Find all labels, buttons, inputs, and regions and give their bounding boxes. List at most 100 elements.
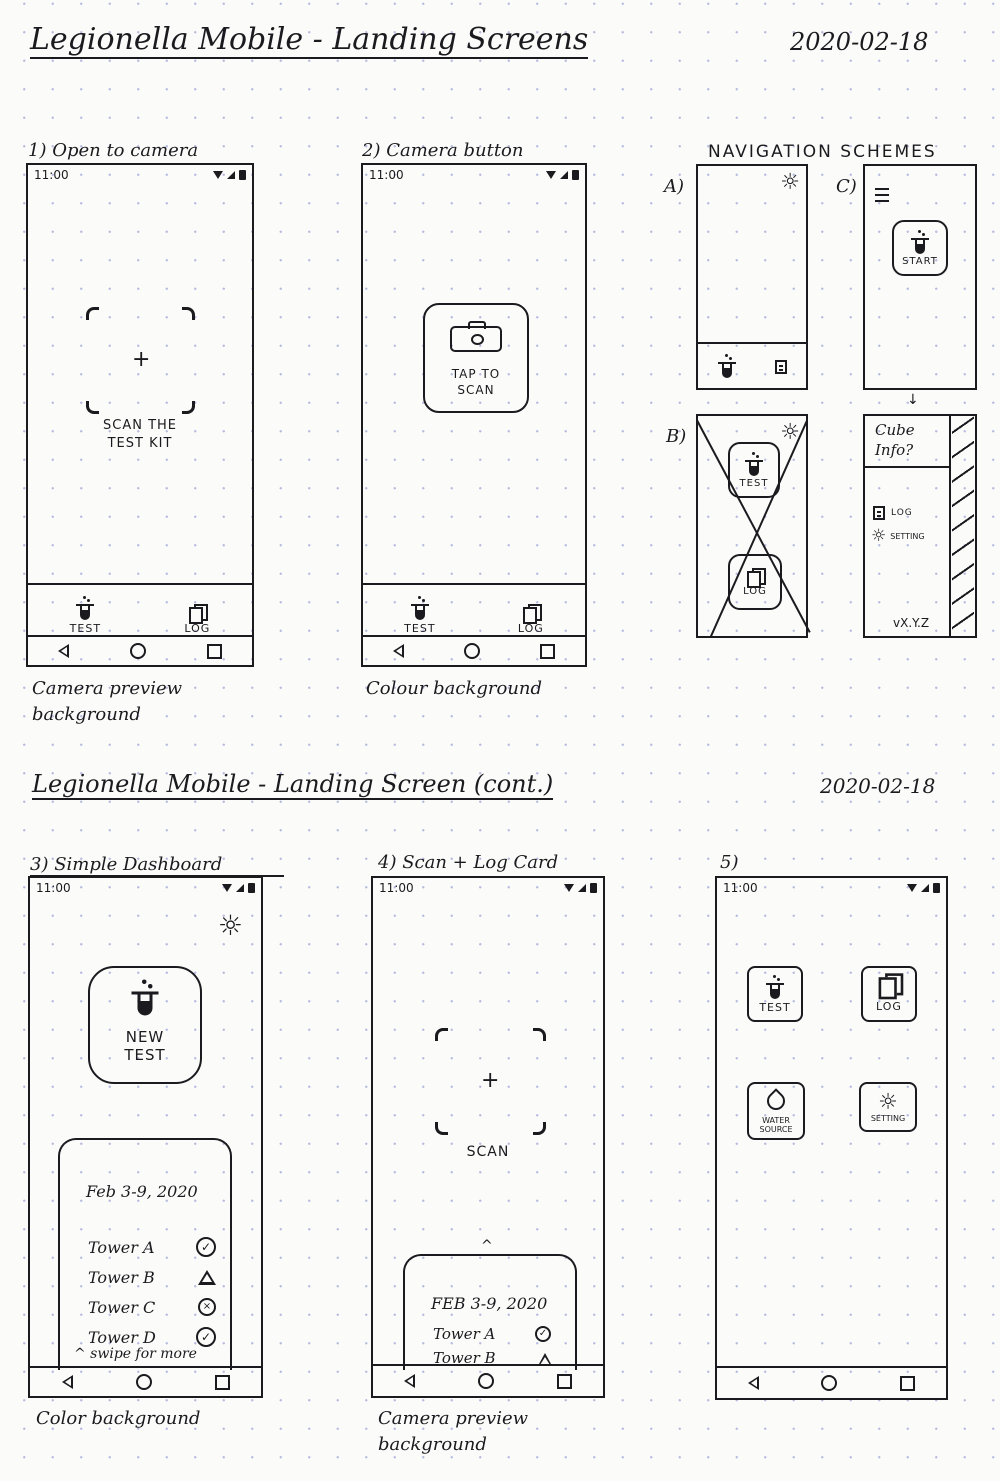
back-icon[interactable] (58, 644, 70, 658)
viewfinder-corner (86, 307, 99, 320)
status-time: 11:00 (34, 168, 69, 182)
log-icon (747, 567, 766, 588)
recents-icon[interactable] (899, 1375, 915, 1391)
screen5-phone: 11:00 TEST LOG WATER SOURCE ☼ SETTING (715, 876, 948, 1400)
home-icon[interactable] (821, 1375, 838, 1391)
screen2-phone: 11:00 TAP TO SCAN TEST LOG (361, 163, 587, 667)
scan-instruction: SCAN THE TEST KIT (102, 418, 177, 451)
page1-date: 2020-02-18 (790, 28, 929, 56)
back-icon[interactable] (61, 1375, 73, 1389)
tile-setting[interactable]: ☼ SETTING (859, 1082, 917, 1132)
screen5-label: 5) (720, 852, 739, 873)
home-icon[interactable] (464, 643, 480, 659)
bottom-tab-bar: TEST LOG (363, 583, 585, 639)
tab-test[interactable]: TEST (70, 596, 101, 639)
log-icon[interactable] (774, 360, 787, 374)
screen1-note: Camera preview background (32, 678, 183, 725)
scheme-c-phone: START (863, 164, 977, 390)
tower-list: Tower A ✓ Tower B (433, 1322, 551, 1370)
recents-icon[interactable] (206, 643, 222, 659)
bottom-tab-bar: TEST LOG (28, 583, 252, 639)
status-bar: 11:00 (369, 167, 579, 183)
tab-log[interactable]: LOG (518, 604, 544, 639)
scheme-c-label: C) (836, 176, 857, 197)
back-icon[interactable] (404, 1374, 416, 1388)
drawer-scrim[interactable] (952, 416, 974, 636)
drawer-item-setting[interactable]: ☼ SETTING (871, 526, 925, 546)
drawer-item-log[interactable]: LOG (873, 506, 913, 520)
viewfinder-corner (435, 1122, 448, 1135)
battery-icon (572, 170, 579, 180)
tap-to-scan-button[interactable]: TAP TO SCAN (423, 303, 529, 413)
back-icon[interactable] (748, 1376, 760, 1390)
test-button[interactable]: TEST (728, 442, 780, 498)
gear-icon[interactable]: ☼ (780, 420, 800, 445)
card-date-range: FEB 3-9, 2020 (431, 1294, 548, 1313)
viewfinder-corner (182, 307, 195, 320)
battery-icon (248, 883, 255, 893)
tower-row[interactable]: Tower A ✓ (433, 1322, 551, 1346)
android-nav-bar (363, 635, 585, 665)
settings-gear-icon[interactable]: ☼ (217, 909, 243, 942)
new-test-button[interactable]: NEW TEST (88, 966, 202, 1084)
tower-list: Tower A ✓ Tower B Tower C × Tower D ✓ (88, 1232, 216, 1352)
app-version: vX.Y.Z (893, 616, 930, 630)
log-icon (878, 972, 904, 999)
wifi-icon (907, 884, 917, 892)
screen3-phone: 11:00 ☼ NEW TEST Feb 3-9, 2020 Tower A ✓… (28, 876, 263, 1398)
test-tube-icon (745, 451, 763, 478)
tile-test[interactable]: TEST (747, 966, 803, 1022)
tile-water-source[interactable]: WATER SOURCE (747, 1082, 805, 1140)
android-nav-bar (28, 635, 252, 665)
recents-icon[interactable] (556, 1373, 572, 1389)
screen4-label: 4) Scan + Log Card (378, 852, 559, 873)
signal-icon (578, 884, 586, 892)
wifi-icon (213, 171, 223, 179)
android-nav-bar (373, 1364, 603, 1396)
arrow-down-icon: ↓ (907, 392, 919, 408)
home-icon[interactable] (129, 643, 146, 659)
gear-icon: ☼ (878, 1089, 898, 1115)
screen2-label: 2) Camera button (362, 140, 524, 161)
log-icon (522, 604, 542, 624)
gear-icon[interactable]: ☼ (780, 170, 800, 195)
screen2-note: Colour background (366, 678, 543, 699)
status-warning-icon (539, 1352, 551, 1365)
crosshair-icon: + (132, 347, 151, 372)
status-ok-icon: ✓ (196, 1237, 216, 1257)
weekly-log-card[interactable]: FEB 3-9, 2020 Tower A ✓ Tower B (403, 1254, 577, 1370)
recents-icon[interactable] (540, 643, 555, 659)
tile-log[interactable]: LOG (861, 966, 917, 1022)
tower-row[interactable]: Tower B (88, 1262, 216, 1292)
start-button[interactable]: START (892, 220, 948, 276)
home-icon[interactable] (135, 1374, 152, 1390)
tower-row[interactable]: Tower C × (88, 1292, 216, 1322)
test-tube-icon (131, 979, 159, 1019)
tab-log[interactable]: LOG (184, 604, 210, 639)
drawer-panel: Cube Info? LOG ☼ SETTING vX.Y.Z (865, 416, 951, 636)
tab-test[interactable]: TEST (404, 596, 435, 639)
gear-icon: ☼ (871, 526, 887, 546)
viewfinder-corner (533, 1028, 546, 1041)
home-icon[interactable] (477, 1373, 494, 1389)
test-tube-icon[interactable] (717, 354, 736, 380)
tower-row[interactable]: Tower B (433, 1346, 551, 1370)
hamburger-menu-icon[interactable] (875, 188, 889, 206)
status-time: 11:00 (379, 881, 414, 895)
signal-icon (236, 884, 244, 892)
weekly-log-card[interactable]: Feb 3-9, 2020 Tower A ✓ Tower B Tower C … (58, 1138, 232, 1370)
back-icon[interactable] (393, 644, 404, 658)
scheme-b-label: B) (666, 426, 687, 447)
status-time: 11:00 (723, 881, 758, 895)
recents-icon[interactable] (214, 1374, 230, 1390)
screen3-note: Color background (36, 1408, 201, 1429)
android-nav-bar (717, 1366, 946, 1398)
nav-drawer-phone: Cube Info? LOG ☼ SETTING vX.Y.Z (863, 414, 977, 638)
tower-row[interactable]: Tower D ✓ (88, 1322, 216, 1352)
signal-icon (227, 171, 235, 179)
screen1-phone: 11:00 + SCAN THE TEST KIT TEST LOG (26, 163, 254, 667)
tower-row[interactable]: Tower A ✓ (88, 1232, 216, 1262)
status-bar: 11:00 (36, 880, 255, 896)
status-time: 11:00 (369, 168, 404, 182)
card-handle-icon[interactable]: ^ (481, 1238, 493, 1254)
